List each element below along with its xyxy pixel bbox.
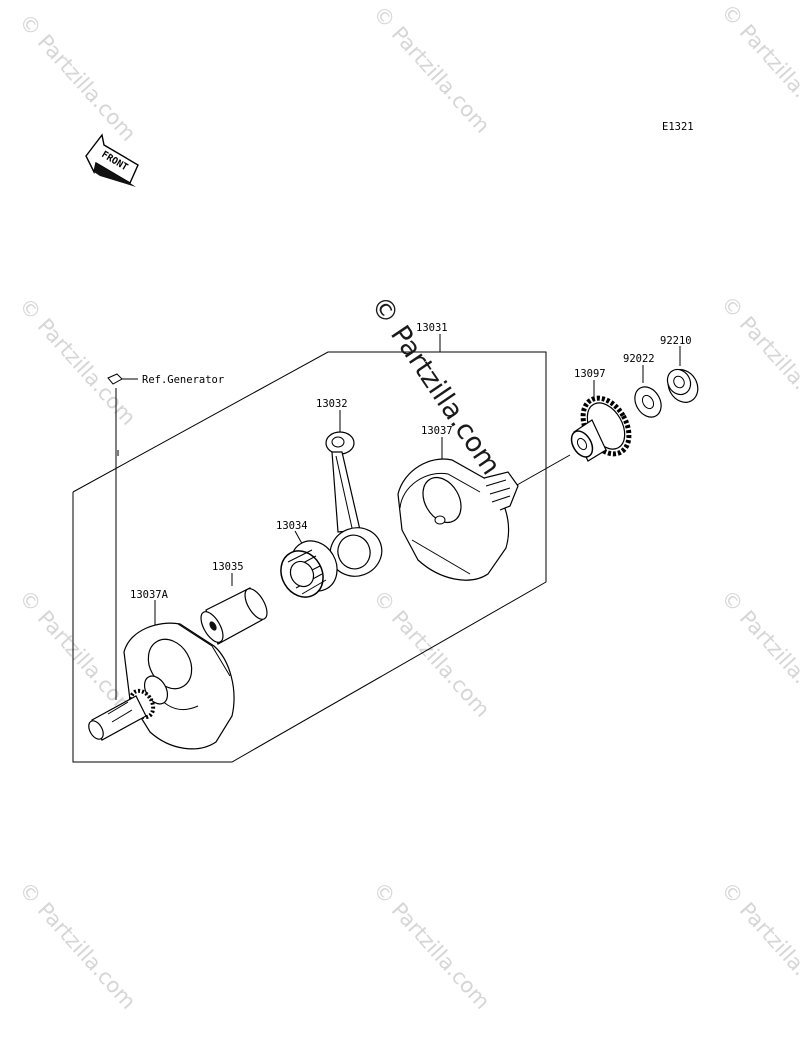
ref-generator-label: Ref.Generator [142, 374, 224, 386]
nut-92210 [666, 368, 699, 403]
assembly-outline [72, 351, 547, 763]
bearing-13034 [280, 540, 338, 598]
watermark-main: © Partzilla.com [364, 291, 506, 481]
part-label-92210: 92210 [660, 335, 692, 347]
watermark: © Partzilla.com [716, 291, 800, 427]
watermark: © Partzilla.com [368, 1, 494, 137]
part-labels: 13031 13032 13037 13034 13035 13037A 130… [130, 322, 692, 601]
diagram-code: E1321 [662, 121, 694, 133]
watermark: © Partzilla.com [14, 877, 140, 1013]
watermark: © Partzilla.com [14, 293, 140, 429]
watermark: © Partzilla.com [716, 0, 800, 136]
gear-13097 [570, 395, 632, 462]
shaft-axis [516, 454, 571, 486]
part-label-92022: 92022 [623, 353, 655, 365]
watermark: © Partzilla.com [14, 9, 140, 145]
crank-half-13037 [397, 458, 519, 581]
watermark: © Partzilla.com [14, 585, 140, 721]
part-label-13034: 13034 [276, 520, 308, 532]
generator-key: Ref.Generator [107, 373, 224, 386]
connecting-rod-13032 [325, 431, 383, 577]
watermark: © Partzilla.com [368, 585, 494, 721]
washer-92022 [634, 386, 662, 418]
part-label-13031: 13031 [416, 322, 448, 334]
front-arrow: FRONT [85, 133, 139, 187]
part-label-13037: 13037 [421, 425, 453, 437]
part-label-13097: 13097 [574, 368, 606, 380]
part-label-13032: 13032 [316, 398, 348, 410]
crank-pin-13035 [200, 587, 268, 645]
part-label-13035: 13035 [212, 561, 244, 573]
crank-half-13037a [88, 622, 235, 750]
watermark: © Partzilla.com [716, 877, 800, 1013]
watermark: © Partzilla.com [716, 585, 800, 721]
part-label-13037a: 13037A [130, 589, 169, 601]
watermark: © Partzilla.com [368, 877, 494, 1013]
